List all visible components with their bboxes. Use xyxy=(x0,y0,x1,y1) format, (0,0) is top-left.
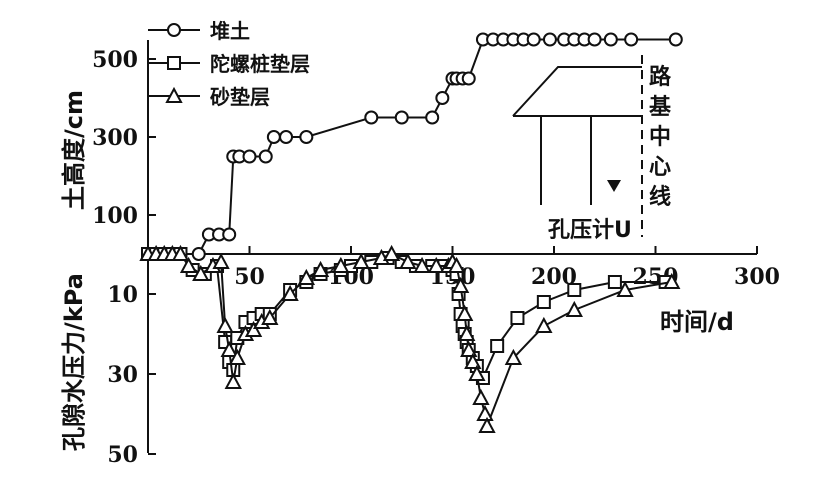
series-sand-cushion xyxy=(139,244,681,433)
data-point-circle xyxy=(279,130,294,144)
legend: 堆土 陀螺桩垫层 砂垫层 xyxy=(148,19,310,109)
data-point-circle xyxy=(624,32,639,47)
x-tick-label: 300 xyxy=(734,264,780,290)
data-point-circle xyxy=(258,149,273,164)
data-point-circle xyxy=(435,91,450,105)
piezometer-marker-icon xyxy=(607,180,621,192)
data-point-triangle xyxy=(382,244,401,261)
data-point-triangle xyxy=(192,264,210,281)
x-tick-label: 50 xyxy=(234,264,265,290)
data-point-triangle xyxy=(456,304,474,321)
data-point-circle xyxy=(299,130,314,144)
data-point-square xyxy=(510,311,525,325)
data-point-circle xyxy=(587,32,602,47)
series-group xyxy=(139,32,683,433)
legend-label-fill: 堆土 xyxy=(210,19,250,43)
data-point-circle xyxy=(526,32,541,47)
data-point-triangle xyxy=(468,364,486,381)
piezometer-label: 孔压计U xyxy=(548,218,632,243)
data-point-circle xyxy=(364,110,379,125)
lower-y-tick-label: 30 xyxy=(107,362,138,388)
data-point-triangle xyxy=(297,268,316,285)
data-point-triangle xyxy=(171,244,190,261)
data-point-triangle xyxy=(616,280,634,297)
data-point-triangle xyxy=(472,388,490,405)
data-point-triangle xyxy=(179,256,198,273)
data-point-triangle xyxy=(352,252,370,269)
data-point-triangle xyxy=(565,300,583,317)
centerline-char-0: 路 xyxy=(649,64,672,90)
embankment-shape xyxy=(512,66,642,117)
data-point-triangle xyxy=(281,284,299,301)
upper-y-tick-label: 500 xyxy=(92,47,138,73)
centerline-char-2: 中 xyxy=(649,125,671,150)
data-point-circle xyxy=(603,32,618,47)
centerline-char-1: 基 xyxy=(649,95,672,120)
series-line-sand-cushion xyxy=(148,252,672,430)
data-point-triangle xyxy=(535,316,553,333)
centerline-char-4: 线 xyxy=(649,184,671,210)
data-point-triangle xyxy=(399,252,417,269)
legend-label-pile: 陀螺桩垫层 xyxy=(210,52,310,76)
data-point-circle xyxy=(191,247,206,261)
data-point-circle xyxy=(668,32,683,47)
data-point-triangle xyxy=(460,340,478,357)
data-point-triangle xyxy=(224,372,242,389)
upper-y-tick-label: 100 xyxy=(92,203,138,229)
data-point-triangle xyxy=(311,260,330,277)
centerline-char-3: 心 xyxy=(649,155,671,180)
data-point-triangle xyxy=(451,276,470,293)
data-point-circle xyxy=(425,110,440,125)
data-point-circle xyxy=(461,71,476,86)
data-point-triangle xyxy=(212,252,230,269)
upper-y-axis-label: 土高度/cm xyxy=(60,90,88,210)
data-point-triangle xyxy=(216,316,234,333)
data-point-triangle xyxy=(261,308,279,325)
data-point-triangle xyxy=(228,348,246,365)
data-point-circle xyxy=(266,130,281,144)
legend-marker-square xyxy=(167,56,181,70)
data-point-triangle xyxy=(476,404,494,421)
data-point-triangle xyxy=(427,256,445,273)
legend-marker-circle xyxy=(167,23,181,37)
data-point-circle xyxy=(242,149,257,164)
legend-marker-triangle xyxy=(165,86,183,103)
x-axis-label: 时间/d xyxy=(660,308,734,336)
data-point-square xyxy=(536,295,551,309)
lower-y-tick-label: 50 xyxy=(107,442,138,468)
data-point-triangle xyxy=(413,256,431,273)
data-point-triangle xyxy=(332,256,350,273)
embankment-inset: 路 基 中 心 线 孔压计U xyxy=(512,55,672,243)
upper-y-tick-label: 300 xyxy=(92,125,138,151)
data-point-circle xyxy=(222,227,237,242)
data-point-triangle xyxy=(478,416,496,433)
lower-y-axis-label: 孔隙水压力/kPa xyxy=(60,273,88,451)
data-point-circle xyxy=(542,32,557,47)
data-point-triangle xyxy=(464,352,482,369)
lower-y-tick-label: 10 xyxy=(107,282,138,308)
data-point-square xyxy=(490,339,505,353)
legend-label-sand: 砂垫层 xyxy=(210,85,270,109)
data-point-triangle xyxy=(447,256,466,273)
data-point-circle xyxy=(394,110,409,125)
data-point-square xyxy=(567,283,582,297)
data-point-triangle xyxy=(244,320,263,337)
data-point-triangle xyxy=(504,348,523,365)
data-point-triangle xyxy=(220,340,238,357)
data-point-square xyxy=(607,275,622,289)
data-point-triangle xyxy=(458,324,476,341)
data-point-triangle xyxy=(663,272,681,289)
